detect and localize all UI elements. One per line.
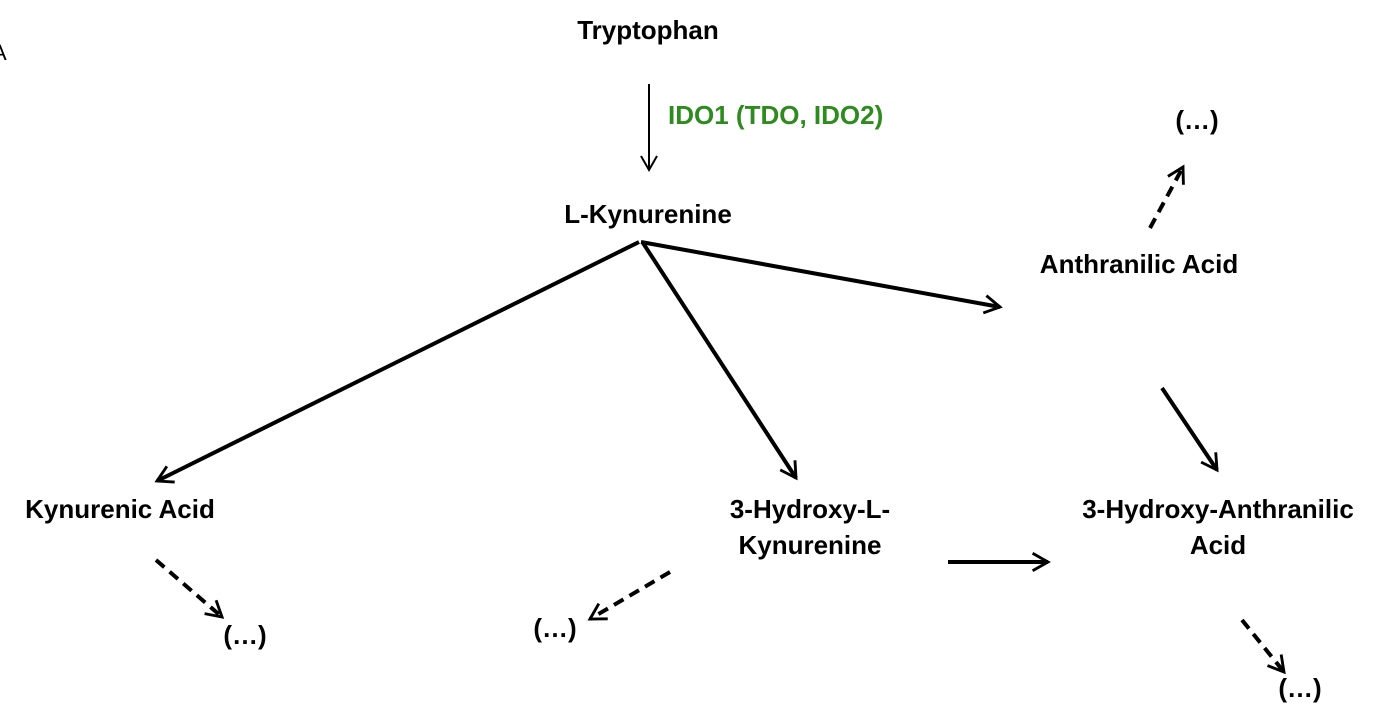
node-hydroxy-kynurenine: 3-Hydroxy-L- Kynurenine — [730, 491, 890, 563]
ellipsis-hydroxy-anthranilic: (…) — [1278, 673, 1322, 703]
ellipsis-anthranilic: (…) — [1175, 105, 1219, 135]
enzyme-label-ido1: IDO1 (TDO, IDO2) — [668, 100, 884, 130]
ellipsis-hydroxy-kynurenine: (…) — [533, 613, 577, 643]
node-anthranilic-acid: Anthranilic Acid — [1039, 249, 1239, 279]
arrow-anthranilic-to-ellipsis — [1148, 164, 1185, 229]
arrow-anthranilic-to-hydroxy-anthranilic — [1160, 386, 1219, 473]
arrow-kynurenic-to-ellipsis — [154, 558, 225, 619]
node-hydroxy-kynurenine-line1: 3-Hydroxy-L- — [729, 494, 891, 524]
arrow-kynurenine-to-kynurenic-acid — [154, 240, 640, 484]
ellipsis-kynurenic: (…) — [223, 620, 267, 650]
arrow-kynurenine-to-anthranilic-acid — [640, 240, 1003, 315]
arrow-hydroxy-anthranilic-to-ellipsis — [1240, 618, 1286, 675]
arrow-hydroxy-kynurenine-to-ellipsis — [587, 570, 672, 621]
node-l-kynurenine: L-Kynurenine — [564, 199, 732, 229]
panel-label: A — [0, 40, 7, 66]
node-hydroxy-anthranilic-line1: 3-Hydroxy-Anthranilic — [1082, 494, 1354, 524]
node-tryptophan: Tryptophan — [577, 15, 719, 45]
node-kynurenic-acid: Kynurenic Acid — [25, 494, 215, 524]
node-hydroxy-anthranilic-line2: Acid — [1189, 530, 1247, 560]
node-hydroxy-kynurenine-line2: Kynurenine — [738, 530, 882, 560]
arrow-kynurenine-to-hydroxy-kynurenine — [641, 241, 798, 481]
node-hydroxy-anthranilic-acid: 3-Hydroxy-Anthranilic Acid — [1082, 491, 1354, 563]
